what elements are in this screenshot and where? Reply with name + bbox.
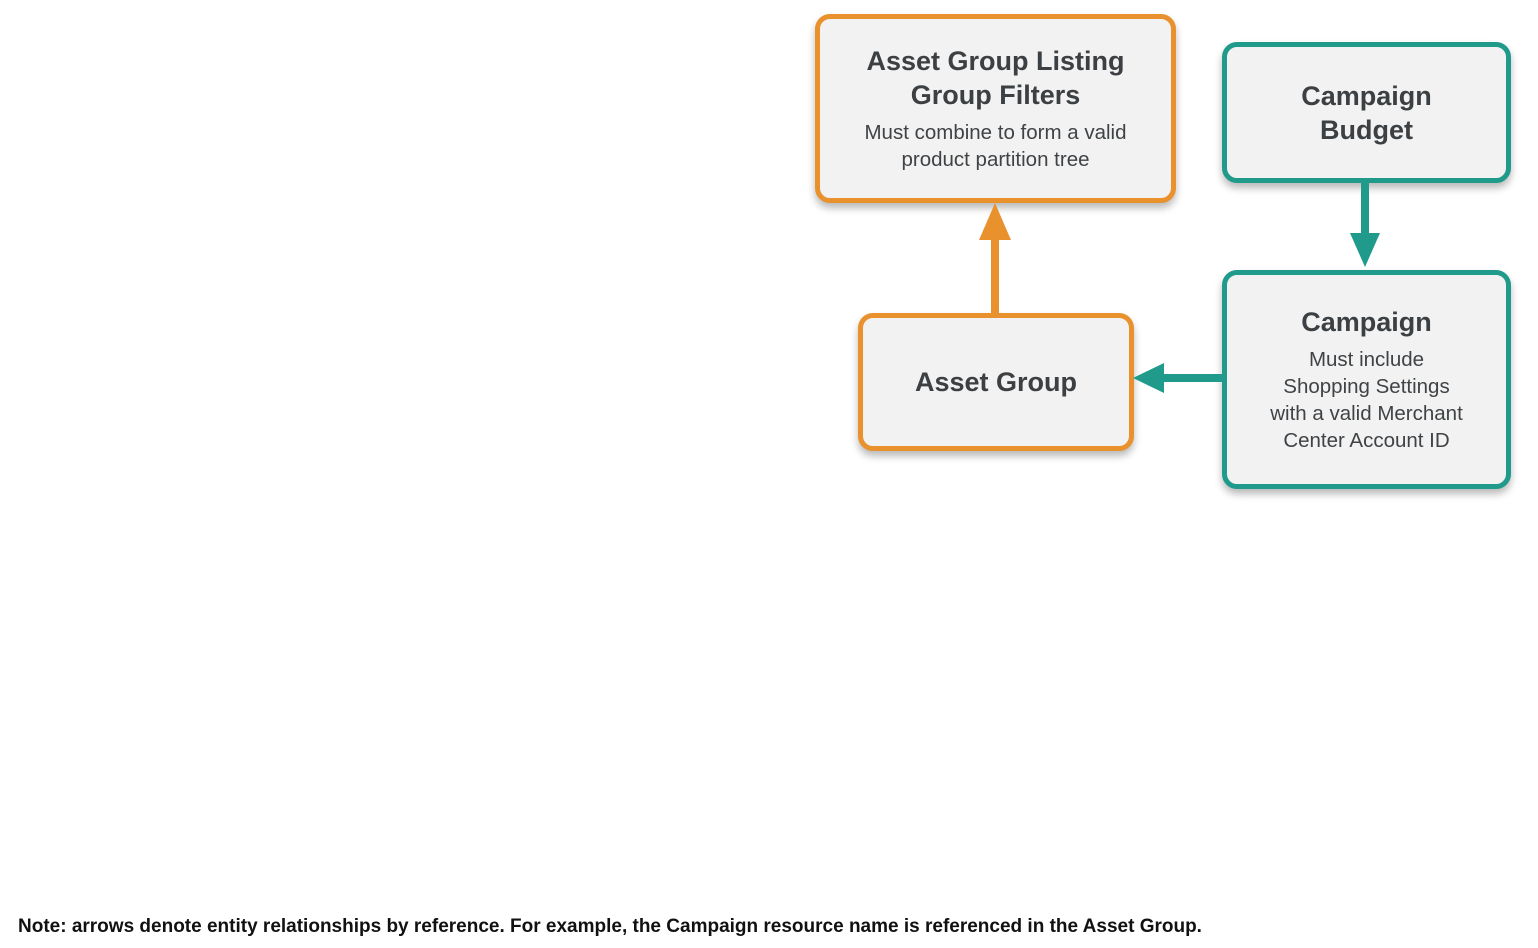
arrow-shaft <box>991 238 999 313</box>
node-asset-group-listing-group-filters: Asset Group Listing Group Filters Must c… <box>815 14 1176 203</box>
node-title: Asset Group <box>914 367 1078 397</box>
footnote: Note: arrows denote entity relationships… <box>18 916 1202 937</box>
subtitle-line: with a valid Merchant <box>1270 402 1463 425</box>
node-subtitle: Must combine to form a valid product par… <box>864 119 1126 173</box>
node-campaign-budget: Campaign Budget <box>1222 42 1511 183</box>
title-line: Group Filters <box>910 80 1081 110</box>
arrowhead-left-icon <box>1133 363 1164 393</box>
node-campaign: Campaign Must include Shopping Settings … <box>1222 270 1511 489</box>
node-asset-group: Asset Group <box>858 313 1134 451</box>
node-subtitle: Must include Shopping Settings with a va… <box>1270 346 1463 454</box>
subtitle-line: Center Account ID <box>1283 429 1450 452</box>
title-line: Campaign <box>1301 80 1432 111</box>
subtitle-line: product partition tree <box>901 148 1090 171</box>
node-title: Campaign Budget <box>1301 79 1432 147</box>
title-line: Asset Group Listing <box>866 46 1125 76</box>
subtitle-line: Must include <box>1308 348 1425 371</box>
arrow-shaft <box>1361 182 1369 234</box>
node-title: Campaign <box>1301 307 1432 337</box>
arrowhead-up-icon <box>979 203 1011 240</box>
subtitle-line: Must combine to form a valid <box>864 121 1127 144</box>
subtitle-line: Shopping Settings <box>1283 375 1450 398</box>
title-line: Budget <box>1320 114 1413 145</box>
node-title: Asset Group Listing Group Filters <box>866 44 1124 112</box>
arrowhead-down-icon <box>1350 233 1380 267</box>
arrow-shaft <box>1162 374 1222 382</box>
